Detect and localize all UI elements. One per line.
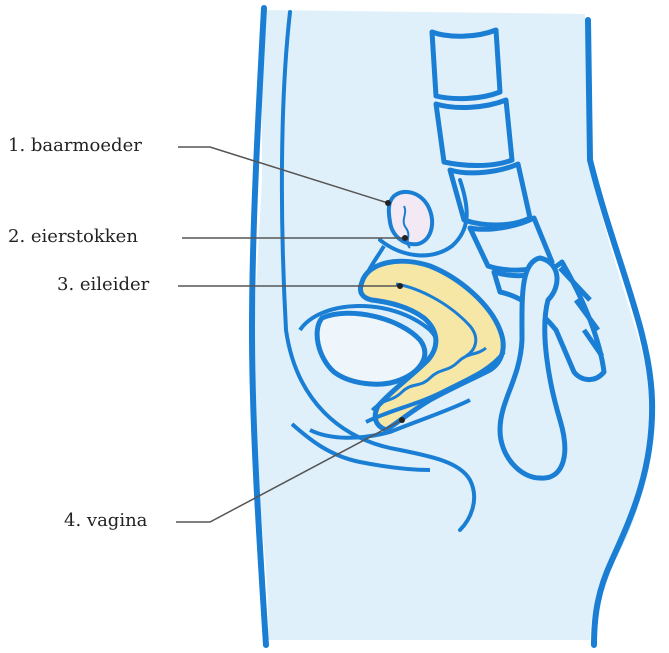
vertebra <box>436 100 512 166</box>
leader-dot-2 <box>402 235 408 241</box>
leader-dot-1 <box>385 200 391 206</box>
leader-dot-3 <box>397 283 403 289</box>
vertebra <box>450 164 530 225</box>
label-vagina: 4. vagina <box>64 512 147 530</box>
vertebra <box>432 30 500 99</box>
ovary <box>389 192 432 244</box>
label-baarmoeder: 1. baarmoeder <box>8 137 142 155</box>
label-eileider: 3. eileider <box>57 276 149 294</box>
label-eierstokken: 2. eierstokken <box>8 228 138 246</box>
leader-dot-4 <box>399 417 405 423</box>
